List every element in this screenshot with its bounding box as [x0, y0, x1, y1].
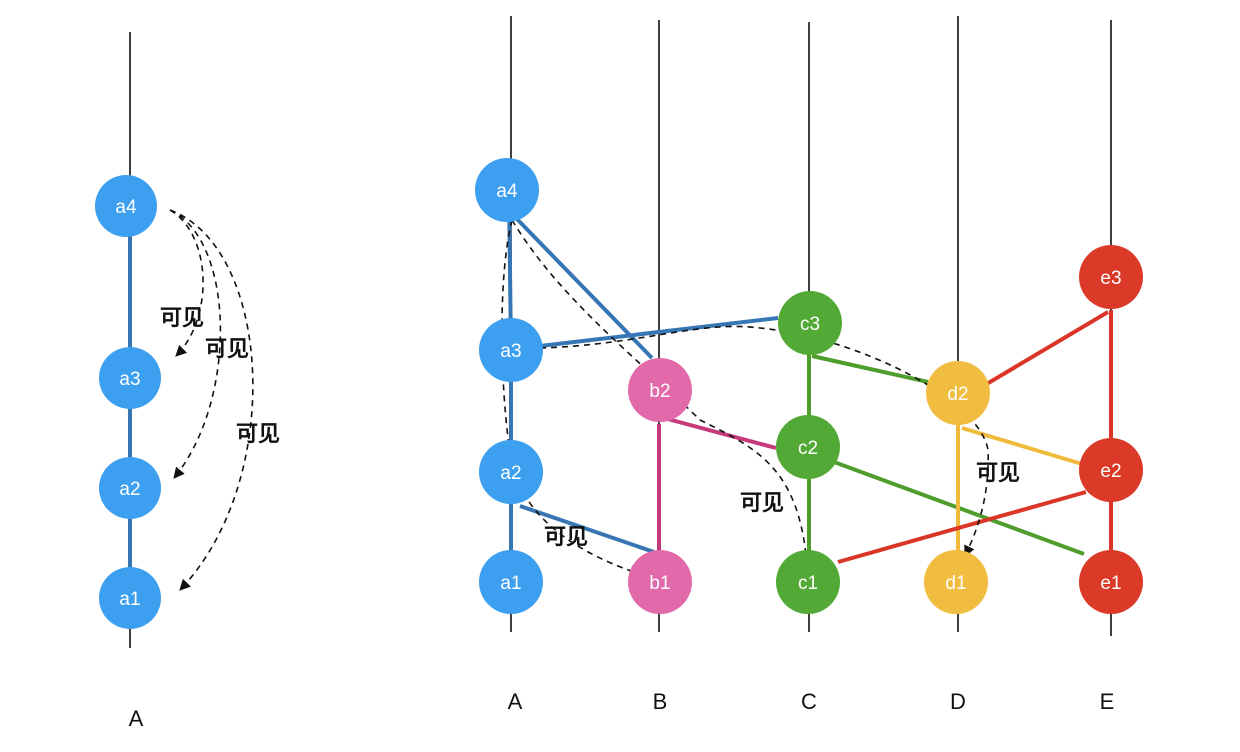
left-visible-label-2: 可见 — [205, 337, 249, 362]
column-label-a: A — [508, 689, 523, 714]
node-a4-label: a4 — [496, 181, 518, 202]
right-edges — [507, 189, 1113, 582]
column-label-d: D — [950, 689, 966, 714]
left-node-a1[interactable]: a1 — [99, 567, 161, 629]
node-e1-label: e1 — [1100, 573, 1121, 594]
left-node-a3-label: a3 — [119, 369, 140, 390]
node-a2[interactable]: a2 — [479, 440, 543, 504]
edge-e3-d2 — [983, 310, 1110, 387]
node-a3-label: a3 — [500, 341, 521, 362]
node-c3[interactable]: c3 — [778, 291, 842, 355]
edge-c3-d2 — [811, 354, 929, 384]
node-a1-label: a1 — [500, 573, 521, 594]
node-d1[interactable]: d1 — [924, 550, 988, 614]
node-c2[interactable]: c2 — [776, 415, 840, 479]
left-node-a2[interactable]: a2 — [99, 457, 161, 519]
left-node-a3[interactable]: a3 — [99, 347, 161, 409]
right-visible-label-2: 可见 — [740, 491, 784, 516]
edge-e2-c1 — [837, 490, 1087, 564]
right-nodes: a4 a3 a2 a1 b2 b1 — [475, 158, 1143, 614]
column-label-e: E — [1100, 689, 1115, 714]
node-d1-label: d1 — [945, 573, 966, 594]
edge-a3-c3 — [539, 316, 779, 348]
left-node-a4-label: a4 — [115, 197, 137, 218]
node-b2-label: b2 — [649, 381, 670, 402]
node-a1[interactable]: a1 — [479, 550, 543, 614]
node-c1[interactable]: c1 — [776, 550, 840, 614]
arrow-a3-d1 — [539, 325, 989, 558]
node-e2[interactable]: e2 — [1079, 438, 1143, 502]
left-node-a4[interactable]: a4 — [95, 175, 157, 237]
node-a2-label: a2 — [500, 463, 521, 484]
left-arrow-a4-a2 — [169, 209, 222, 479]
right-column-labels: A B C D E — [508, 689, 1115, 714]
node-d2-label: d2 — [947, 384, 968, 405]
left-visible-label-1: 可见 — [160, 306, 204, 331]
edge-d2-e2 — [961, 426, 1083, 466]
node-e3-label: e3 — [1100, 268, 1121, 289]
node-c3-label: c3 — [800, 314, 820, 335]
column-label-c: C — [801, 689, 817, 714]
left-visibility-arrows — [169, 209, 254, 591]
edge-a2-b1 — [519, 504, 655, 554]
left-arrow-a4-a3 — [169, 209, 204, 357]
node-b1[interactable]: b1 — [628, 550, 692, 614]
node-e3[interactable]: e3 — [1079, 245, 1143, 309]
node-c1-label: c1 — [798, 573, 818, 594]
left-nodes: a4 a3 a2 a1 — [95, 175, 161, 629]
node-b1-label: b1 — [649, 573, 670, 594]
right-visible-label-1: 可见 — [544, 525, 588, 550]
node-b2[interactable]: b2 — [628, 358, 692, 422]
node-a4[interactable]: a4 — [475, 158, 539, 222]
right-diagram: 可见 可见 可见 a4 a3 a2 a1 b2 — [475, 16, 1143, 714]
left-diagram: 可见 可见 可见 a4 a3 a2 a1 A — [95, 32, 280, 731]
node-e1[interactable]: e1 — [1079, 550, 1143, 614]
left-visible-label-3: 可见 — [236, 422, 280, 447]
left-column-label-a: A — [129, 706, 144, 731]
node-c2-label: c2 — [798, 438, 818, 459]
left-arrow-a4-a1 — [169, 209, 254, 591]
node-a3[interactable]: a3 — [479, 318, 543, 382]
right-visible-label-3: 可见 — [976, 461, 1020, 486]
node-e2-label: e2 — [1100, 461, 1121, 482]
left-node-a2-label: a2 — [119, 479, 140, 500]
edge-b2-c2 — [663, 416, 777, 450]
column-label-b: B — [653, 689, 668, 714]
node-d2[interactable]: d2 — [926, 361, 990, 425]
left-node-a1-label: a1 — [119, 589, 140, 610]
